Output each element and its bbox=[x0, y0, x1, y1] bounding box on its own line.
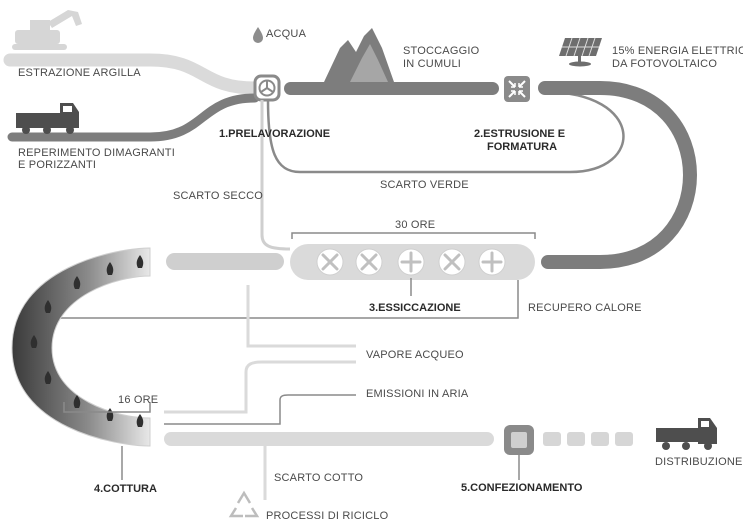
main-flow-2 bbox=[538, 81, 697, 269]
water-drop-icon bbox=[253, 27, 263, 43]
solar-panel-icon bbox=[559, 37, 602, 67]
firing-time-label: 16 ORE bbox=[118, 394, 159, 406]
drying-time-label: 30 ORE bbox=[395, 219, 436, 231]
fan-icon bbox=[316, 248, 344, 276]
step1-label: 1.PRELAVORAZIONE bbox=[219, 128, 331, 140]
dry-waste-label: SCARTO SECCO bbox=[173, 190, 264, 202]
truck-icon bbox=[656, 418, 717, 450]
kiln-to-packaging-flow bbox=[164, 432, 494, 446]
heat-recovery-line bbox=[60, 280, 519, 319]
additives-label-line1: REPERIMENTO DIMAGRANTI bbox=[18, 147, 175, 159]
additives-label-line2: E PORIZZANTI bbox=[18, 159, 97, 171]
storage-pile-highlight bbox=[350, 44, 388, 82]
water-label: ACQUA bbox=[266, 28, 307, 40]
extruder-icon bbox=[504, 76, 530, 102]
fan-icon bbox=[397, 248, 425, 276]
fan-icon bbox=[355, 248, 383, 276]
water-vapor-label: VAPORE ACQUEO bbox=[366, 349, 464, 361]
air-emissions-line bbox=[164, 394, 356, 425]
clay-extraction-label: ESTRAZIONE ARGILLA bbox=[18, 67, 141, 79]
flame-icons bbox=[30, 255, 144, 427]
fan-icon bbox=[438, 248, 466, 276]
main-flow-1 bbox=[284, 82, 499, 95]
fired-waste-label: SCARTO COTTO bbox=[274, 472, 364, 484]
kiln-body bbox=[11, 247, 151, 447]
step3-label: 3.ESSICCAZIONE bbox=[369, 302, 461, 314]
packaged-goods-flow bbox=[543, 432, 633, 446]
air-emissions-label: EMISSIONI IN ARIA bbox=[366, 388, 469, 400]
step2-label-line1: 2.ESTRUSIONE E bbox=[474, 128, 566, 140]
fan-row bbox=[316, 248, 506, 276]
recycle-icon bbox=[228, 490, 260, 518]
kiln-vapor-line bbox=[164, 360, 356, 414]
step4-label: 4.COTTURA bbox=[94, 483, 157, 495]
additives-flow bbox=[7, 93, 260, 142]
drying-time-bracket bbox=[291, 232, 536, 239]
distribution-label: DISTRIBUZIONE bbox=[655, 456, 743, 468]
dryer-to-kiln-flow bbox=[166, 253, 284, 270]
step2-label-line2: FORMATURA bbox=[487, 141, 558, 153]
solar-label-line1: 15% ENERGIA ELETTRICA bbox=[612, 45, 743, 57]
dry-waste-line bbox=[260, 100, 291, 251]
green-waste-loop bbox=[266, 90, 625, 174]
fan-icon bbox=[478, 248, 506, 276]
water-vapor-line bbox=[246, 285, 356, 348]
clay-flow bbox=[3, 53, 262, 95]
storage-label-line1: STOCCAGGIO bbox=[403, 45, 480, 57]
package-icon bbox=[504, 425, 534, 455]
mixer-icon bbox=[253, 74, 281, 102]
recycling-label: PROCESSI DI RICICLO bbox=[266, 510, 389, 522]
solar-label-line2: DA FOTOVOLTAICO bbox=[612, 58, 718, 70]
truck-icon bbox=[16, 103, 79, 134]
excavator-icon bbox=[12, 10, 82, 50]
firing-time-bracket bbox=[63, 402, 151, 413]
storage-label-line2: IN CUMULI bbox=[403, 58, 462, 70]
step5-label: 5.CONFEZIONAMENTO bbox=[461, 482, 583, 494]
green-waste-label: SCARTO VERDE bbox=[380, 179, 469, 191]
heat-recovery-label: RECUPERO CALORE bbox=[528, 302, 642, 314]
